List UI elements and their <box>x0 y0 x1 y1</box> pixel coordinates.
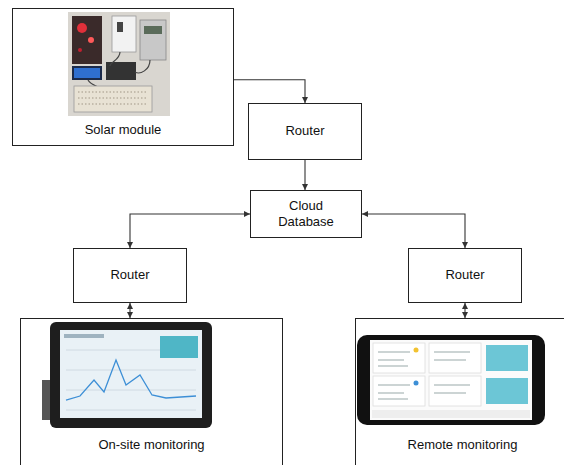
connector-arrow <box>362 214 465 248</box>
solar-module-photo-part <box>117 22 123 32</box>
phone-photo-part <box>357 335 545 425</box>
phone-photo-part <box>373 376 425 406</box>
node-label: Router <box>445 267 484 283</box>
solar-module-photo-part <box>78 92 148 104</box>
solar-module-photo-part <box>68 12 170 116</box>
connector-arrow <box>130 214 250 248</box>
tablet-photo-part <box>60 330 202 418</box>
node-label: Router <box>285 123 324 139</box>
node-label: Cloud Database <box>271 198 341 231</box>
connector-arrow <box>129 303 130 318</box>
phone-photo-part <box>486 345 528 371</box>
node-label: Router <box>110 267 149 283</box>
photo-box: On-site monitoring <box>20 318 283 465</box>
photo-box: Solar module <box>12 8 234 146</box>
solar-module-photo-part <box>74 68 100 78</box>
solar-module-photo-part <box>74 86 152 112</box>
solar-module-photo-part <box>72 66 102 80</box>
tablet-photo-part <box>160 336 198 358</box>
connector-arrow <box>234 80 305 103</box>
solar-module-photo-part <box>77 23 87 33</box>
phone-photo-part <box>414 348 419 353</box>
photo-box: Remote monitoring <box>355 318 564 465</box>
phone-photo-part <box>429 343 481 373</box>
database-box: Cloud Database <box>250 190 362 238</box>
phone-photo-part <box>486 378 528 404</box>
phone-photo-part <box>370 340 532 420</box>
node-label: Remote monitoring <box>408 437 518 453</box>
phone-photo <box>357 335 545 425</box>
phone-photo-part <box>373 343 425 373</box>
solar-module-photo-part <box>88 52 150 88</box>
tablet-photo-part <box>66 360 196 400</box>
phone-photo-part <box>414 381 419 386</box>
solar-module-photo-part <box>78 48 82 52</box>
phone-photo-part <box>378 352 470 399</box>
phone-photo-part <box>372 410 530 418</box>
tablet-photo-part <box>64 334 104 338</box>
node-label: On-site monitoring <box>98 437 204 453</box>
router-box: Router <box>248 103 362 160</box>
solar-module-photo-part <box>88 37 94 43</box>
solar-module-photo-part <box>72 16 102 64</box>
tablet-photo <box>42 322 212 428</box>
solar-module-photo-part <box>112 16 136 52</box>
node-label: Solar module <box>85 122 162 138</box>
solar-module-photo-part <box>140 20 166 60</box>
solar-module-photo <box>68 12 170 116</box>
connector-arrow <box>464 303 465 318</box>
router-box: Router <box>73 248 187 303</box>
phone-photo-part <box>429 376 481 406</box>
router-box: Router <box>408 248 522 303</box>
tablet-photo-part <box>66 350 196 410</box>
connector-arrow <box>304 160 305 190</box>
solar-module-photo-part <box>144 26 162 34</box>
tablet-photo-part <box>50 322 212 428</box>
